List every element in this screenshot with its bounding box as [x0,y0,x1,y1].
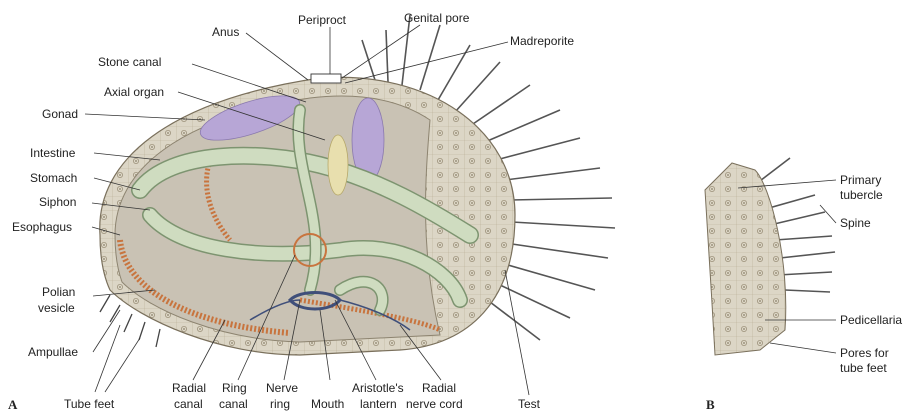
label-ring-canal-1: Ring [222,381,247,395]
label-primary-tubercle-1: Primary [840,173,881,187]
label-genital-pore: Genital pore [404,11,470,25]
label-polian-vesicle-1: Polian [42,285,75,299]
label-spine: Spine [840,216,871,230]
label-mouth: Mouth [311,397,344,411]
label-siphon: Siphon [39,195,76,209]
label-anus: Anus [212,25,239,39]
urchin-body [100,15,615,355]
label-polian-vesicle-2: vesicle [38,301,75,315]
label-radial-nerve-1: Radial [422,381,456,395]
label-gonad: Gonad [42,107,78,121]
label-esophagus: Esophagus [12,220,72,234]
label-pores-1: Pores for [840,346,889,360]
label-aristotles-lantern-1: Aristotle's [352,381,404,395]
label-stone-canal: Stone canal [98,55,161,69]
axial-organ [328,135,348,195]
label-tube-feet: Tube feet [64,397,115,411]
label-aristotles-lantern-2: lantern [360,397,397,411]
label-stomach: Stomach [30,171,77,185]
label-radial-canal-2: canal [174,397,203,411]
label-ampullae: Ampullae [28,345,78,359]
label-madreporite: Madreporite [510,34,574,48]
label-primary-tubercle-2: tubercle [840,188,883,202]
periproct-plate [311,74,341,83]
label-ring-canal-2: canal [219,397,248,411]
label-periproct: Periproct [298,13,347,27]
label-axial-organ: Axial organ [104,85,164,99]
label-pores-2: tube feet [840,361,887,375]
label-nerve-ring-2: ring [270,397,290,411]
label-nerve-ring-1: Nerve [266,381,298,395]
label-intestine: Intestine [30,146,76,160]
label-pedicellaria: Pedicellaria [840,313,902,327]
panel-label-b: B [706,397,715,412]
panel-label-a: A [8,397,18,412]
label-radial-nerve-2: nerve cord [406,397,463,411]
label-radial-canal-1: Radial [172,381,206,395]
label-test: Test [518,397,541,411]
test-fragment [705,158,835,355]
